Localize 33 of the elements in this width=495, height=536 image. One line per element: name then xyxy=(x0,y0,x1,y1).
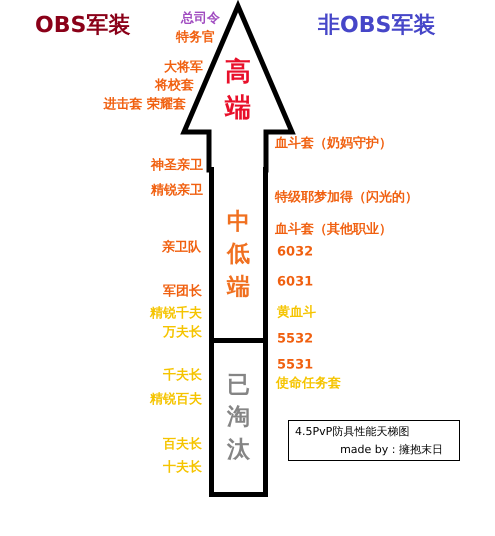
arrow-shaft-segment xyxy=(209,338,268,497)
gear-label: 6032 xyxy=(277,244,314,260)
tier-label: 神圣亲卫 xyxy=(151,156,203,174)
column-heading: OBS军装 xyxy=(35,12,130,40)
gear-label: 血斗套（奶妈守护） xyxy=(275,134,392,152)
gear-label: 血斗套（其他职业） xyxy=(275,221,392,238)
tier-label: 进击套 荣耀套 xyxy=(103,96,186,113)
tier-label: 将校套 xyxy=(155,77,194,94)
column-heading: 非OBS军装 xyxy=(318,12,436,40)
tier-label: 特务官 xyxy=(176,28,215,46)
author-credit: made by : 擁抱末日 xyxy=(339,442,444,457)
tier-label: 亲卫队 xyxy=(162,238,201,256)
tier-heading: 已淘汰 xyxy=(227,371,250,465)
gear-label: 黄血斗 xyxy=(277,304,316,321)
tier-heading: 高端 xyxy=(225,56,251,126)
chart-title: 4.5PvP防具性能天梯图 xyxy=(295,424,410,439)
gear-label: 5532 xyxy=(277,332,314,346)
tier-label: 精锐千夫 xyxy=(150,304,202,322)
gear-label: 使命任务套 xyxy=(276,375,341,392)
tier-label: 千夫长 xyxy=(163,366,202,384)
tier-label: 精锐亲卫 xyxy=(151,182,203,199)
tier-label: 十夫长 xyxy=(163,459,202,476)
tier-label: 总司令 xyxy=(181,10,220,27)
gear-label: 特级耶梦加得（闪光的） xyxy=(275,189,418,206)
note-box xyxy=(288,420,460,461)
gear-label: 5531 xyxy=(277,358,314,372)
tier-heading: 中低端 xyxy=(227,208,250,302)
tier-label: 精锐百夫 xyxy=(150,391,202,408)
tier-label: 万夫长 xyxy=(163,324,202,341)
tier-label: 军团长 xyxy=(163,283,202,300)
tier-label: 大将军 xyxy=(164,59,203,76)
tier-label: 百夫长 xyxy=(163,436,202,453)
gear-label: 6031 xyxy=(277,274,314,290)
